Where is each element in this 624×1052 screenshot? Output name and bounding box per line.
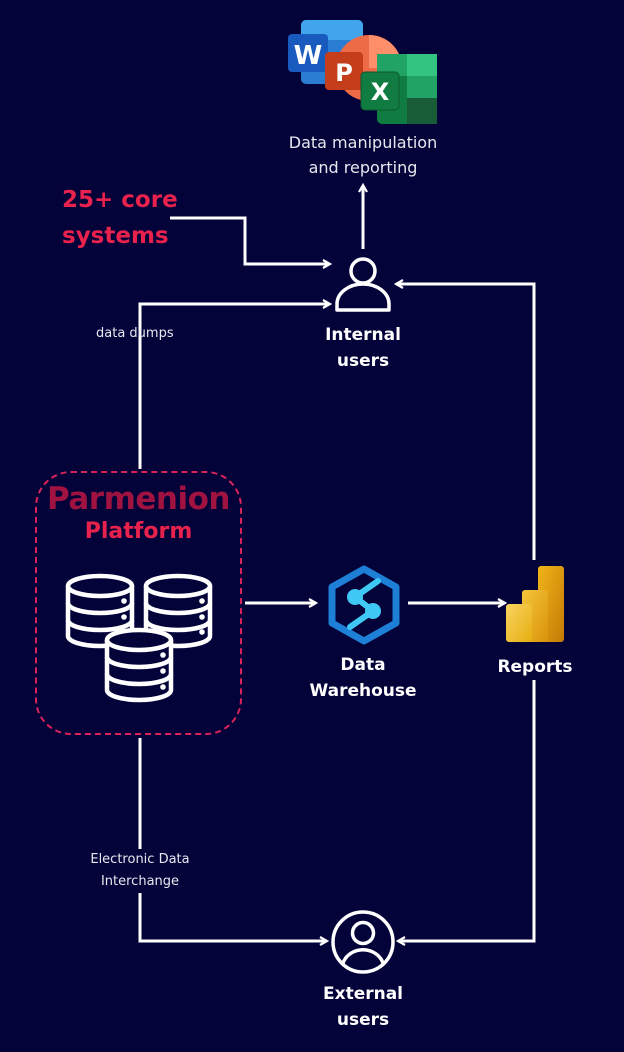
office-caption-line1: Data manipulation [288,133,438,152]
office-caption-line2: and reporting [308,158,418,177]
power-bi-icon [504,564,566,644]
arrow-datadumps-to-internal [138,304,330,469]
synapse-hexagon-icon [328,565,400,645]
core-systems-line1: 25+ core [62,187,178,213]
user-icon [334,254,392,314]
external-users-line1: External [322,984,404,1004]
parmenion-platform-box: Parmenion Platform [35,471,242,735]
office-icons-group: W P X [285,18,440,128]
internal-users-line2: users [336,351,390,371]
office-caption: Data manipulation and reporting [263,130,463,180]
platform-title: Platform [84,519,193,544]
edi-label-line1: Electronic Data [82,849,198,871]
internal-users-label: Internal users [313,322,413,374]
edi-label: Electronic Data Interchange [82,849,198,893]
external-users-label: External users [313,981,413,1033]
svg-text:P: P [335,59,353,87]
svg-text:X: X [371,78,390,106]
data-warehouse-line2: Warehouse [309,681,417,701]
data-warehouse-label: Data Warehouse [303,652,423,704]
parmenion-brand: Parmenion [47,481,230,517]
arrow-edi-to-external [138,738,327,941]
database-icon [104,627,174,703]
svg-text:W: W [294,41,323,71]
data-dumps-label: data dumps [96,326,174,341]
reports-label: Reports [497,657,573,677]
data-warehouse-line1: Data [340,655,386,675]
database-cluster-icon [64,570,214,706]
word-icon: W [288,20,363,84]
core-systems-label: 25+ core systems [62,182,178,254]
arrow-reports-to-external [398,680,536,941]
core-systems-line2: systems [62,223,169,249]
excel-icon: X [360,54,437,124]
arrow-reports-to-internal [396,284,536,560]
external-users-line2: users [336,1010,390,1030]
arrow-core-to-internal [170,216,330,264]
user-circle-icon [330,909,396,975]
edi-label-line2: Interchange [82,871,198,893]
internal-users-line1: Internal [325,325,401,345]
